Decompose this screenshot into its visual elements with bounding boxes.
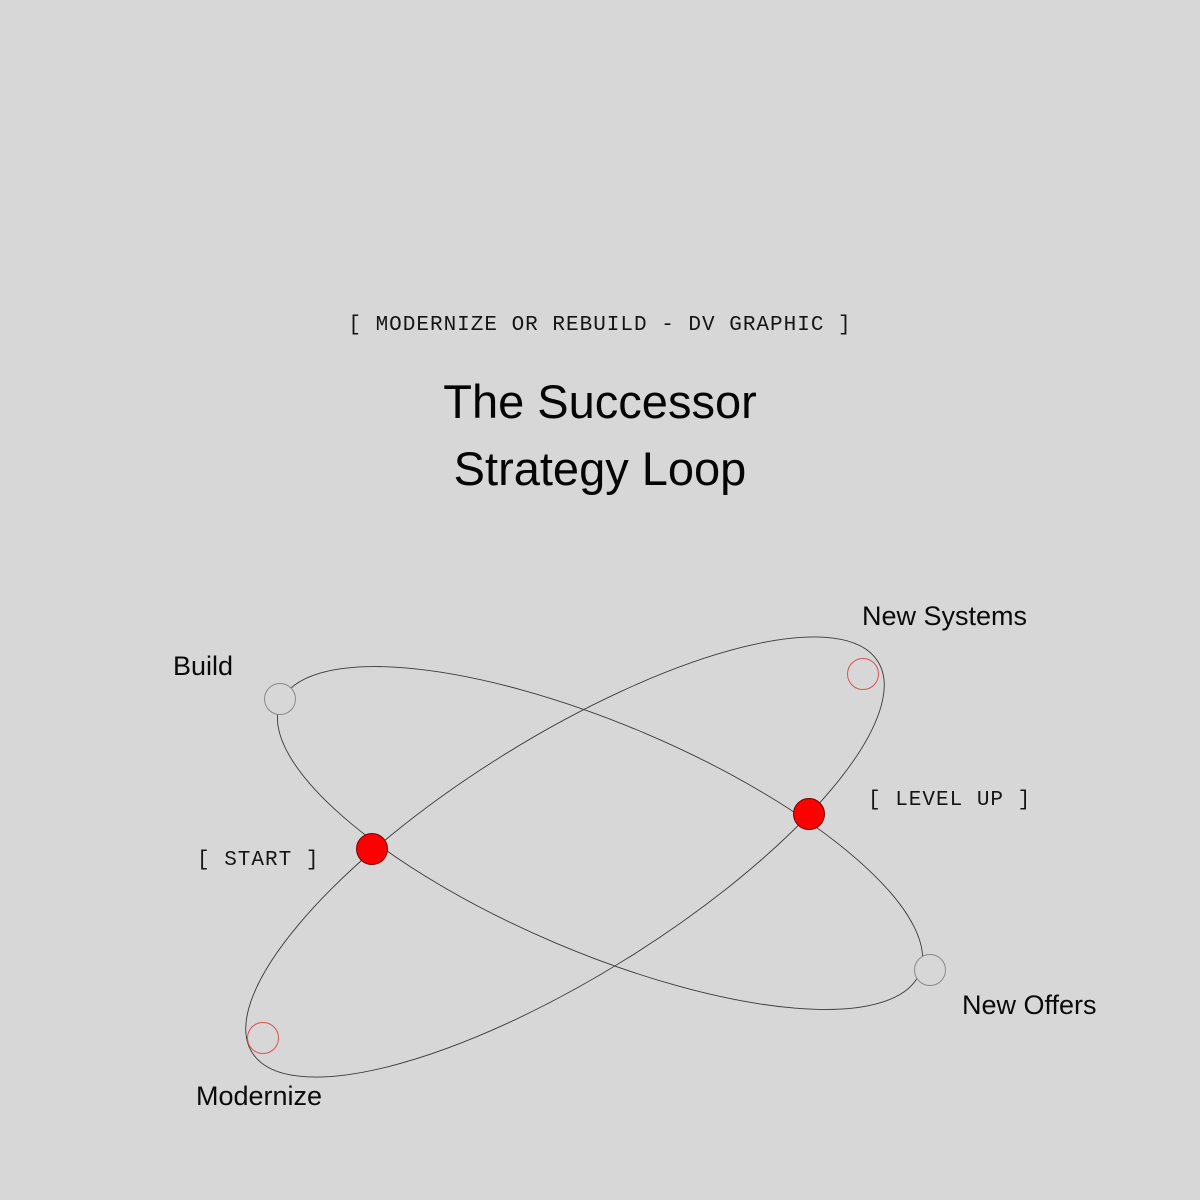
title-line-1: The Successor: [443, 375, 757, 428]
new-offers-node: [914, 954, 946, 986]
page-title: The Successor Strategy Loop: [0, 368, 1200, 502]
level-up-node: [793, 798, 825, 830]
new-systems-node: [847, 658, 879, 690]
start-tag: [ START ]: [197, 849, 320, 872]
modernize-node: [247, 1022, 279, 1054]
build-node: [264, 683, 296, 715]
build-label: Build: [173, 651, 234, 681]
loop-modernize-systems: [245, 636, 885, 1078]
new-systems-label: New Systems: [862, 601, 1028, 631]
start-node: [356, 833, 388, 865]
modernize-label: Modernize: [196, 1081, 323, 1111]
title-line-2: Strategy Loop: [453, 442, 747, 495]
graphic-kicker: [ MODERNIZE OR REBUILD - DV GRAPHIC ]: [348, 314, 852, 337]
new-offers-label: New Offers: [962, 990, 1097, 1020]
level-up-tag: [ LEVEL UP ]: [868, 789, 1032, 812]
